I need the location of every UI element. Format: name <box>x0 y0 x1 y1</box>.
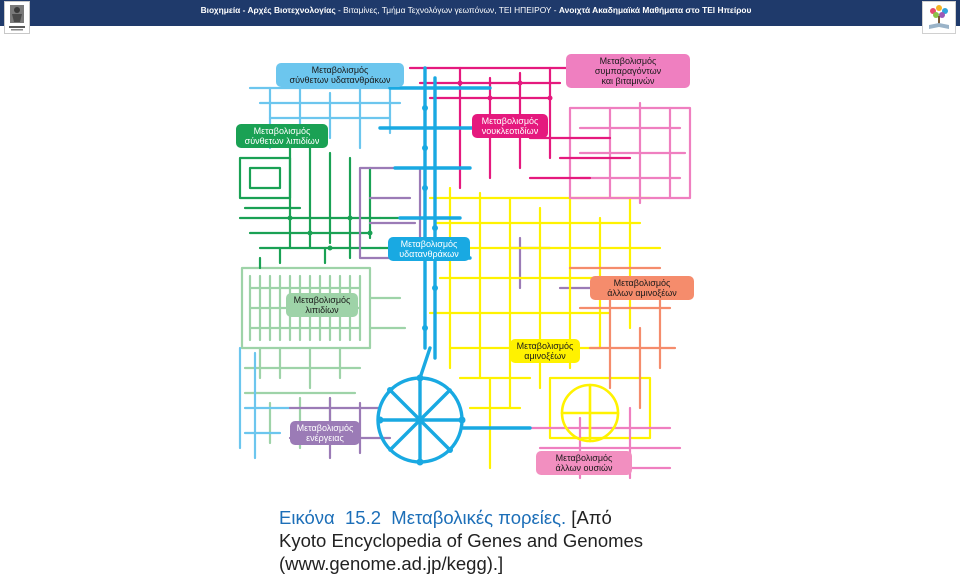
carbohydrate-nodes <box>376 105 466 466</box>
label-amino-acid-line1: Μεταβολισμός <box>516 341 574 351</box>
label-complex-lipid-line1: Μεταβολισμός <box>253 126 311 136</box>
caption-figure-number: 15.2 <box>345 507 382 528</box>
label-lipid-line2: λιπιδίων <box>305 305 339 315</box>
caption-figure-word: Εικόνα <box>279 507 335 528</box>
label-cofactor-line2: συμπαραγόντων <box>594 66 662 76</box>
amino-acid-pathways <box>418 186 662 470</box>
complex-lipid-nodes <box>287 215 373 251</box>
label-other-substances-line2: άλλων ουσιών <box>555 463 613 473</box>
label-carbohydrate-line1: Μεταβολισμός <box>400 239 458 249</box>
label-energy-line1: Μεταβολισμός <box>296 423 354 433</box>
label-carbohydrate-line2: υδατανθράκων <box>399 249 459 259</box>
label-other-substances-metabolism: Μεταβολισμός άλλων ουσιών <box>536 451 632 475</box>
open-courses-tree-icon <box>929 5 949 29</box>
label-other-amino-line1: Μεταβολισμός <box>613 278 671 288</box>
label-other-amino-line2: άλλων αμινοξέων <box>607 288 677 298</box>
label-energy-line2: ενέργειας <box>306 433 344 443</box>
label-complex-carb-metabolism: Μεταβολισμός σύνθετων υδατανθράκων <box>276 63 404 87</box>
label-amino-acid-line2: αμινοξέων <box>524 351 566 361</box>
label-nucleotide-metabolism: Μεταβολισμός νουκλεοτιδίων <box>472 114 548 138</box>
open-courses-logo <box>922 1 956 34</box>
label-nucleotide-line1: Μεταβολισμός <box>481 116 539 126</box>
label-complex-carb-line2: σύνθετων υδατανθράκων <box>289 75 391 85</box>
label-complex-lipid-metabolism: Μεταβολισμός σύνθετων λιπιδίων <box>236 124 328 148</box>
complex-lipid-pathways <box>238 136 407 270</box>
amino-acid-ring <box>560 383 620 443</box>
university-seal-icon <box>9 5 25 31</box>
label-other-amino-metabolism: Μεταβολισμός άλλων αμινοξέων <box>590 276 694 300</box>
caption-source-intro: [Από <box>566 507 612 528</box>
label-cofactor-metabolism: Μεταβολισμός συμπαραγόντων και βιταμινών <box>566 54 690 88</box>
carbohydrate-pathways <box>376 66 532 464</box>
nucleotide-nodes <box>457 80 553 101</box>
label-lipid-line1: Μεταβολισμός <box>293 295 351 305</box>
label-nucleotide-line2: νουκλεοτιδίων <box>481 126 539 136</box>
label-cofactor-line1: Μεταβολισμός <box>599 56 657 66</box>
university-logo <box>4 1 30 34</box>
label-lipid-metabolism: Μεταβολισμός λιπιδίων <box>286 293 358 317</box>
figure-caption: Εικόνα 15.2 Μεταβολικές πορείες. [Από Ky… <box>279 506 719 575</box>
complex-carb-pathways <box>238 81 412 460</box>
header-title-program: Ανοιχτά Ακαδημαϊκά Μαθήματα στο ΤΕΙ Ηπεί… <box>558 5 752 15</box>
header-title: Βιοχημεία - Αρχές Βιοτεχνολογίας - Βιταμ… <box>36 4 916 16</box>
label-amino-acid-metabolism: Μεταβολισμός αμινοξέων <box>510 339 580 363</box>
label-energy-metabolism: Μεταβολισμός ενέργειας <box>290 421 360 445</box>
label-complex-carb-line1: Μεταβολισμός <box>311 65 369 75</box>
caption-line-2: Kyoto Encyclopedia of Genes and Genomes <box>279 530 644 551</box>
label-complex-lipid-line2: σύνθετων λιπιδίων <box>244 136 320 146</box>
label-other-substances-line1: Μεταβολισμός <box>555 453 613 463</box>
header-bar: Βιοχημεία - Αρχές Βιοτεχνολογίας - Βιταμ… <box>0 0 960 26</box>
header-title-course: Βιοχημεία - Αρχές Βιοτεχνολογίας <box>200 5 336 15</box>
caption-line-1: Εικόνα 15.2 Μεταβολικές πορείες. [Από <box>279 506 719 529</box>
caption-line-3: (www.genome.ad.jp/kegg).] <box>279 553 504 574</box>
label-cofactor-line3: και βιταμινών <box>601 76 655 86</box>
caption-heading: Μεταβολικές πορείες. <box>391 507 567 528</box>
label-carbohydrate-metabolism: Μεταβολισμός υδατανθράκων <box>388 237 470 261</box>
header-title-topic: - Βιταμίνες, Τμήμα Τεχνολόγων γεωπόνων, … <box>335 5 559 15</box>
